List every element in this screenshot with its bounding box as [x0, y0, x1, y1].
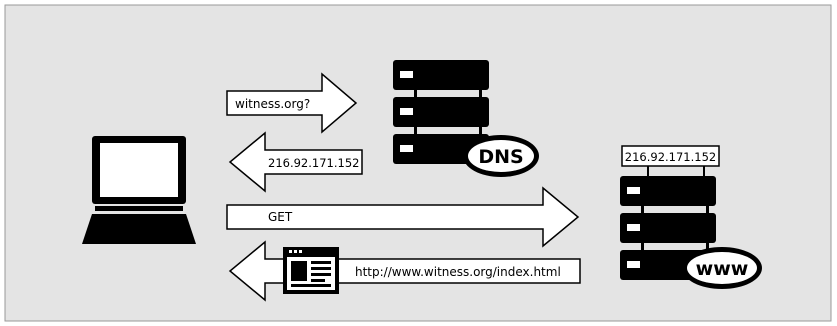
dns-label: DNS: [478, 146, 523, 168]
web-page-icon: [283, 247, 339, 294]
dns-query-arrow: witness.org?: [226, 72, 358, 134]
dns-response-arrow: 216.92.171.152: [228, 131, 363, 193]
www-address-label: 216.92.171.152: [625, 150, 716, 164]
www-label: www: [696, 258, 749, 280]
dns-query-label: witness.org?: [235, 97, 310, 111]
http-response-label: http://www.witness.org/index.html: [355, 265, 561, 279]
web-server-icon: www: [620, 166, 762, 289]
http-response-arrow: http://www.witness.org/index.html: [228, 240, 581, 302]
dns-response-label: 216.92.171.152: [268, 156, 359, 170]
http-request-label: GET: [268, 210, 293, 224]
www-address-tag: 216.92.171.152: [621, 145, 720, 167]
dns-server-icon: DNS: [393, 60, 539, 177]
laptop-icon: [82, 136, 196, 244]
http-request-arrow: GET: [226, 186, 580, 248]
